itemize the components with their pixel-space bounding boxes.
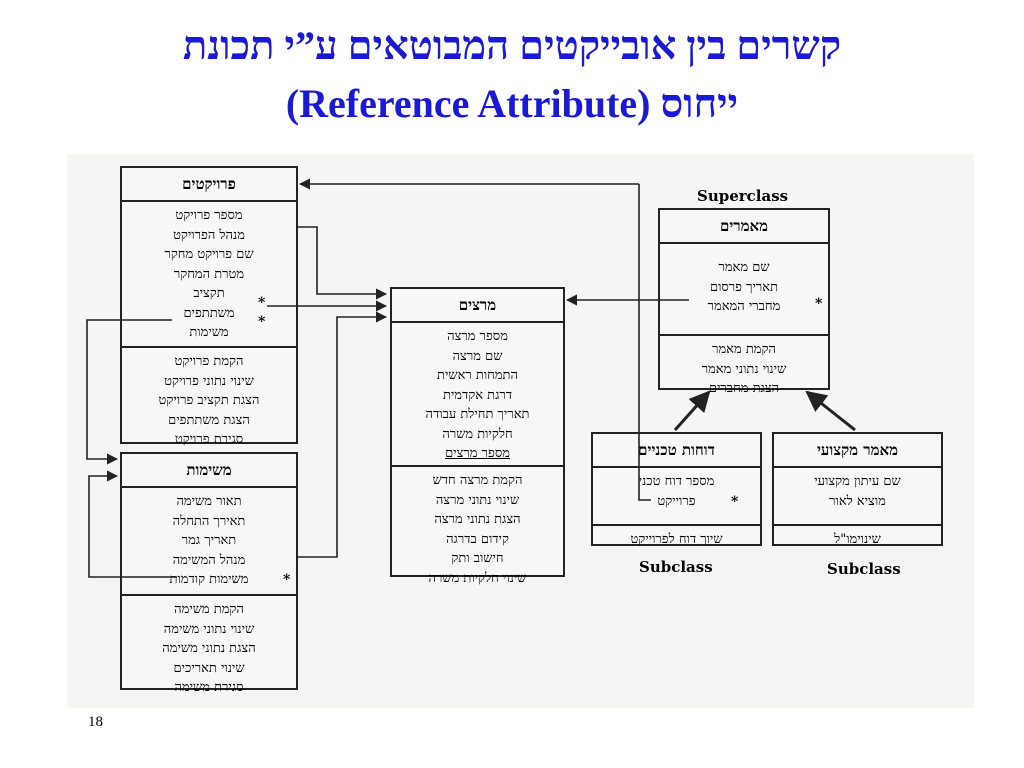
attribute: מוציא לאור (829, 493, 886, 509)
methods-section: הקמת משימה שינוי נתוני משימה הצגת נתוני … (122, 596, 296, 702)
method: הצגת נתוני משימה (162, 641, 256, 656)
reference-line-task-manager-lecturers (298, 311, 388, 558)
method: הצגת משתתפים (168, 412, 250, 428)
method: שינוימו"ל (834, 532, 881, 547)
method: הצגת תקציב פרויקט (158, 393, 260, 408)
class-name: מרצים (392, 289, 563, 323)
method: הקמת מרצה חדש (432, 473, 523, 488)
method: הצגת מחברים (708, 381, 780, 396)
attribute: שם מאמר (718, 260, 770, 275)
attribute: מנהל המשימה (172, 552, 246, 568)
class-diagram-figure: פרויקטים מספר פרויקט מנהל הפרויקט שם פרו… (67, 154, 974, 708)
attribute: שם מרצה (452, 348, 503, 364)
attribute: משתתפים (183, 305, 235, 321)
class-professional-article: מאמר מקצועי שם עיתון מקצועי מוציא לאור ש… (772, 432, 943, 547)
attribute: משימות קודמות (169, 572, 249, 587)
class-name: מאמרים (660, 210, 828, 244)
attributes-section: מספר מרצה שם מרצה התמחות ראשית דרגת אקדמ… (392, 323, 563, 467)
attribute: שם פרויקט מחקר (164, 247, 254, 262)
method: קידום בדרגה (446, 531, 509, 547)
class-articles: מאמרים שם מאמר תאריך פרסום מחברי המאמר ה… (658, 208, 830, 396)
method: הקמת מאמר (712, 342, 776, 357)
reference-line-manager-lecturers (298, 226, 388, 300)
class-name: משימות (122, 454, 296, 488)
multiplicity-star: * (283, 572, 291, 588)
method: שינוי נתוני פרויקט (164, 373, 254, 389)
method: שינוי נתוני מאמר (701, 361, 787, 377)
methods-section: שיוך דוח לפרוייקט (593, 526, 760, 554)
methods-section: שינוימו"ל (774, 526, 941, 554)
attribute: תקציב (193, 286, 225, 301)
attributes-section: שם עיתון מקצועי מוציא לאור (774, 468, 941, 526)
method: סגירת משימה (174, 680, 244, 695)
attribute: תאריך פרסום (709, 279, 779, 295)
method: שינוי תאריכים (173, 660, 245, 676)
method: הקמת פרויקט (174, 354, 244, 369)
reference-line-projects-tasks (86, 319, 172, 465)
attribute: תאריך גמר (181, 533, 237, 548)
methods-section: הקמת מרצה חדש שינוי נתוני מרצה הצגת נתונ… (392, 467, 563, 592)
methods-section: הקמת מאמר שינוי נתוני מאמר הצגת מחברים (660, 336, 828, 403)
method: שינוי נתוני מרצה (435, 492, 520, 508)
superclass-label: Superclass (697, 187, 789, 205)
page-number: 18 (88, 714, 103, 730)
method: שינוי נתוני משימה (163, 621, 255, 637)
attributes-section: מספר פרויקט מנהל הפרויקט שם פרויקט מחקר … (122, 202, 296, 348)
attribute: מספר מרצה (447, 329, 508, 344)
attribute: פרוייקט (657, 493, 696, 509)
multiplicity-star: * (815, 296, 823, 312)
reference-line-report-project-vertical (638, 184, 651, 501)
attribute: דרגת אקדמית (442, 387, 513, 403)
class-technical-reports: דוחות טכניים מספר דוח טכני פרוייקט שיוך … (591, 432, 762, 547)
class-projects: פרויקטים מספר פרויקט מנהל הפרויקט שם פרו… (120, 166, 298, 447)
methods-section: הקמת פרויקט שינוי נתוני פרויקט הצגת תקצי… (122, 348, 296, 454)
attributes-section: שם מאמר תאריך פרסום מחברי המאמר (660, 244, 828, 336)
attribute: תאור משימה (176, 494, 242, 509)
inheritance-arrow-reports (673, 390, 711, 432)
attribute: מספר פרויקט (175, 208, 243, 223)
class-name: מאמר מקצועי (774, 434, 941, 468)
attribute: מטרת המחקר (173, 266, 245, 282)
multiplicity-star: * (731, 494, 739, 510)
attributes-section: תאור משימה תאירך התחלה תאריך גמר מנהל המ… (122, 488, 296, 596)
method: הקמת משימה (174, 602, 244, 617)
attribute-key: מספר מרצים (445, 446, 510, 461)
attributes-section: מספר דוח טכני פרוייקט (593, 468, 760, 526)
multiplicity-star: * (258, 314, 266, 330)
inheritance-arrow-professional (805, 390, 856, 432)
multiplicity-star: * (258, 295, 266, 311)
attribute: משימות (189, 325, 229, 340)
connector-lines (86, 178, 856, 578)
method: שינוי חלקיות משרה (428, 570, 527, 586)
attribute: חלקיות משרה (442, 426, 513, 442)
attribute: מחברי המאמר (707, 299, 781, 314)
slide-title-line-1: קשרים בין אובייקטים המבוטאים ע”י תכונת (182, 23, 842, 68)
subclass-label-left: Subclass (639, 558, 713, 576)
attribute: מספר דוח טכני (638, 474, 715, 489)
attribute: שם עיתון מקצועי (814, 474, 901, 489)
method: סגירת פרויקט (174, 432, 244, 447)
method: הצגת נתוני מרצה (434, 512, 521, 527)
attribute: מנהל הפרויקט (173, 227, 245, 243)
method: חישוב ותק (451, 551, 504, 566)
attribute: התמחות ראשית (437, 368, 518, 383)
class-tasks: משימות תאור משימה תאירך התחלה תאריך גמר … (120, 452, 298, 695)
method: שיוך דוח לפרוייקט (630, 532, 723, 547)
reference-line-previous-tasks (88, 470, 177, 578)
slide-title-line-2: (Reference Attribute) ייחוס (285, 81, 739, 126)
class-name: דוחות טכניים (593, 434, 760, 468)
attribute: תאריך תחילת עבודה (425, 407, 530, 422)
attribute: תאירך התחלה (172, 513, 246, 529)
class-name: פרויקטים (122, 168, 296, 202)
subclass-label-right: Subclass (827, 560, 901, 578)
class-lecturers: מרצים מספר מרצה שם מרצה התמחות ראשית דרג… (390, 287, 565, 586)
